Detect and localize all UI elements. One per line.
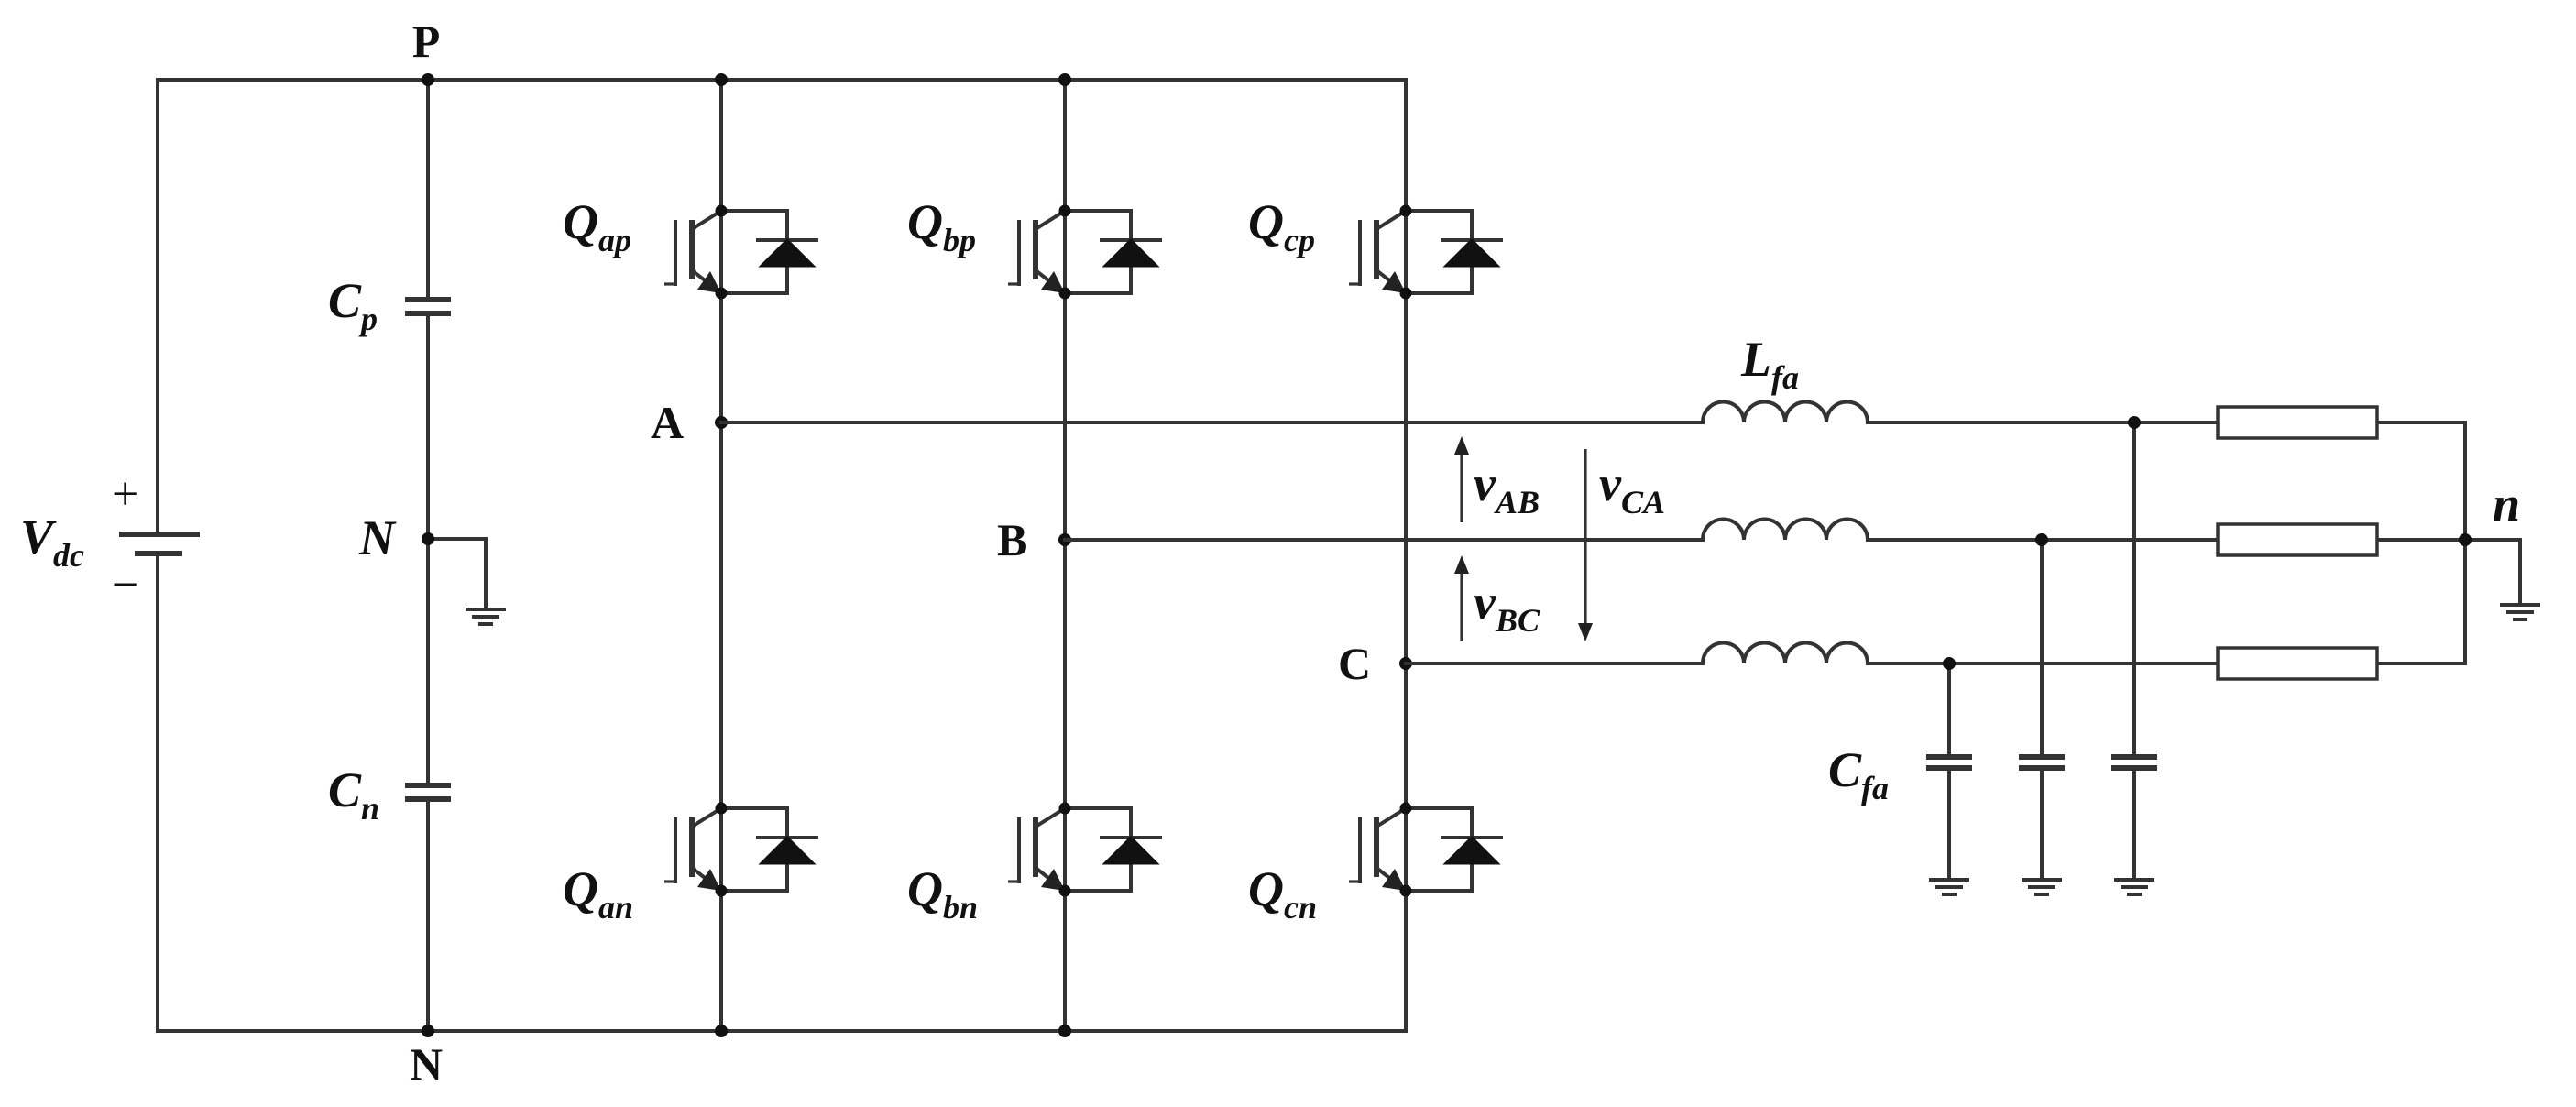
node-n-bottom-label: N [410, 1038, 443, 1090]
phase-lines [719, 400, 2467, 665]
voltage-vbc-label: vBC [1474, 575, 1540, 639]
cap-cp-label: Cp [328, 273, 378, 337]
vdc-plus-sign: + [112, 468, 138, 521]
voltage-vca-label: vCA [1599, 456, 1665, 521]
switch-qan-label: Qan [563, 861, 633, 926]
switch-qcn-label: Qcn [1248, 861, 1317, 926]
node-a-label: A [651, 397, 684, 448]
dc-bus [156, 78, 1408, 1033]
load-resistors [2216, 405, 2540, 681]
voltage-vab-label: vAB [1474, 456, 1540, 521]
dc-link-capacitors [405, 73, 506, 1037]
switch-qbn-label: Qbn [907, 861, 978, 926]
dc-voltage-source [119, 516, 200, 565]
voltage-arrows [1454, 436, 1593, 641]
node-n-mid-label: N [358, 510, 397, 565]
inductor-lfa-label: Lfa [1740, 332, 1799, 396]
cap-cn-label: Cn [328, 762, 379, 827]
inverter-leg-c [1349, 78, 1501, 1033]
node-b-label: B [997, 514, 1027, 565]
inverter-leg-a [664, 73, 817, 1037]
cap-cfa-label: Cfa [1828, 742, 1889, 806]
filter-capacitors [1926, 416, 2157, 896]
node-c-label: C [1338, 638, 1371, 689]
switch-qcp-label: Qcp [1248, 194, 1315, 258]
node-n-load-label: n [2493, 477, 2520, 532]
vdc-label: Vdc [20, 510, 84, 574]
vdc-minus-sign: − [112, 559, 138, 611]
switch-qap-label: Qap [563, 194, 631, 258]
node-p-label: P [412, 16, 441, 67]
switch-qbp-label: Qbp [907, 194, 976, 258]
inverter-leg-b [1008, 73, 1160, 1037]
